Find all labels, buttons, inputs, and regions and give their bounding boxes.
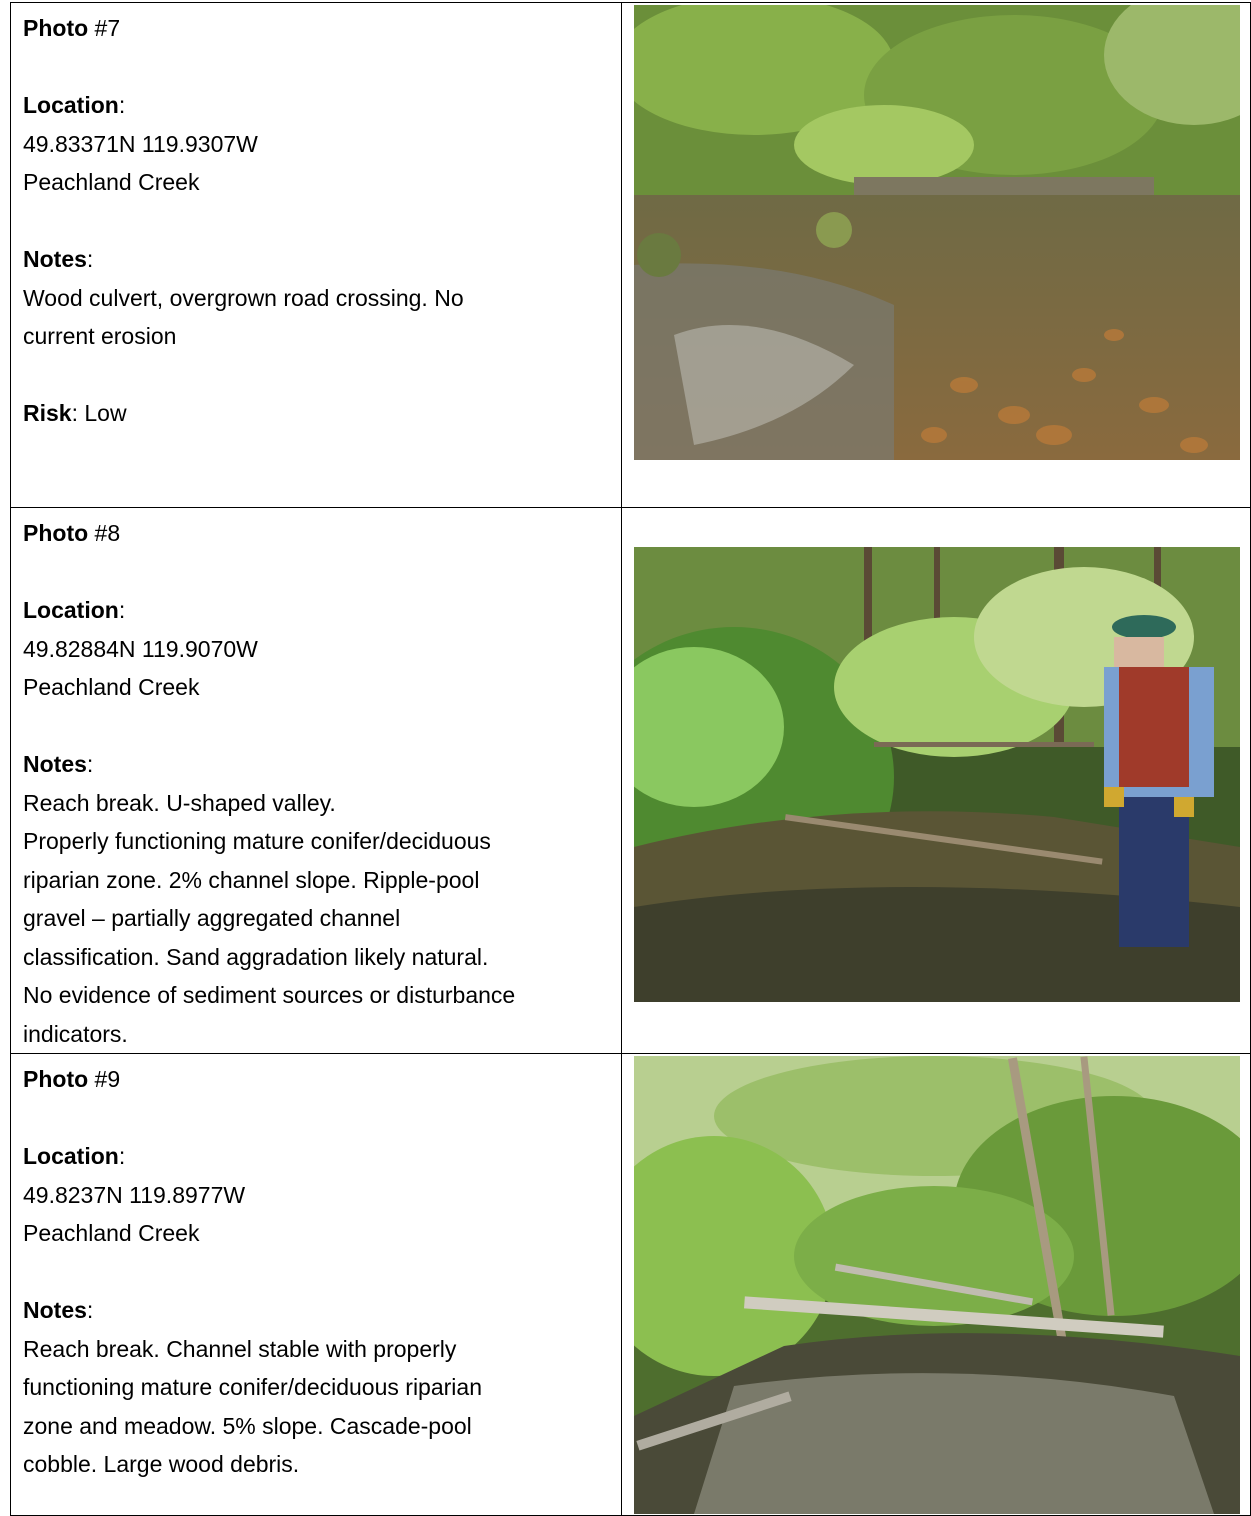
coordinates: 49.83371N 119.9307W [23, 130, 258, 157]
notes-label: Notes [23, 1297, 87, 1323]
notes-line: riparian zone. 2% channel slope. Ripple-… [23, 866, 480, 893]
notes-line: classification. Sand aggradation likely … [23, 943, 489, 970]
location-heading: Location: [23, 597, 126, 623]
notes-line: Reach break. Channel stable with properl… [23, 1335, 457, 1362]
entry-photo-cell [621, 507, 1251, 1054]
risk-value: : Low [71, 400, 127, 426]
notes-heading: Notes: [23, 751, 94, 777]
notes-label: Notes [23, 246, 87, 272]
notes-line: zone and meadow. 5% slope. Cascade-pool [23, 1412, 472, 1439]
entry-text-cell: Photo #9 Location: 49.8237N 119.8977W Pe… [10, 1053, 622, 1516]
risk-label: Risk [23, 400, 72, 426]
entry-photo-cell [621, 1053, 1251, 1516]
notes-line: gravel – partially aggregated channel [23, 905, 401, 931]
photo-label: Photo [23, 1066, 89, 1092]
notes-line: No evidence of sediment sources or distu… [23, 982, 516, 1008]
photo-entry-7: Photo #7 Location: 49.83371N 119.9307W P… [10, 2, 1251, 508]
site-name: Peachland Creek [23, 674, 200, 700]
entry-text-cell: Photo #8 Location: 49.82884N 119.9070W P… [10, 507, 622, 1054]
notes-heading: Notes: [23, 246, 94, 272]
location-heading: Location: [23, 92, 126, 118]
photo-heading: Photo #7 [23, 9, 621, 48]
creek-photo-8 [634, 547, 1240, 1002]
photo-entry-9: Photo #9 Location: 49.8237N 119.8977W Pe… [10, 1053, 1251, 1516]
notes-line: indicators. [23, 1020, 128, 1047]
notes-line: cobble. Large wood debris. [23, 1451, 300, 1477]
photo-label: Photo [23, 520, 89, 546]
notes-line: Properly functioning mature conifer/deci… [23, 828, 491, 854]
coordinates: 49.8237N 119.8977W [23, 1181, 246, 1208]
entry-text-cell: Photo #7 Location: 49.83371N 119.9307W P… [10, 2, 622, 508]
site-name: Peachland Creek [23, 1220, 200, 1246]
notes-heading: Notes: [23, 1297, 94, 1323]
risk-line: Risk: Low [23, 394, 621, 433]
photo-entry-8: Photo #8 Location: 49.82884N 119.9070W P… [10, 507, 1251, 1054]
location-label: Location [23, 597, 119, 623]
photo-label: Photo [23, 15, 89, 41]
photo-number: #7 [94, 15, 121, 41]
location-label: Location [23, 92, 119, 118]
notes-label: Notes [23, 751, 87, 777]
notes-line: functioning mature conifer/deciduous rip… [23, 1374, 482, 1400]
photo-log-table: Photo #7 Location: 49.83371N 119.9307W P… [10, 2, 1251, 1516]
site-name: Peachland Creek [23, 169, 200, 195]
creek-photo-9 [634, 1056, 1240, 1514]
photo-heading: Photo #9 [23, 1060, 621, 1099]
location-label: Location [23, 1143, 119, 1169]
notes-line: Reach break. U-shaped valley. [23, 789, 336, 816]
photo-number: #8 [94, 520, 121, 546]
entry-photo-cell [621, 2, 1251, 508]
notes-line: Wood culvert, overgrown road crossing. N… [23, 284, 464, 311]
location-heading: Location: [23, 1143, 126, 1169]
photo-heading: Photo #8 [23, 514, 621, 553]
photo-number: #9 [94, 1066, 121, 1092]
coordinates: 49.82884N 119.9070W [23, 635, 258, 662]
notes-line: current erosion [23, 323, 177, 349]
creek-photo-7 [634, 5, 1240, 460]
